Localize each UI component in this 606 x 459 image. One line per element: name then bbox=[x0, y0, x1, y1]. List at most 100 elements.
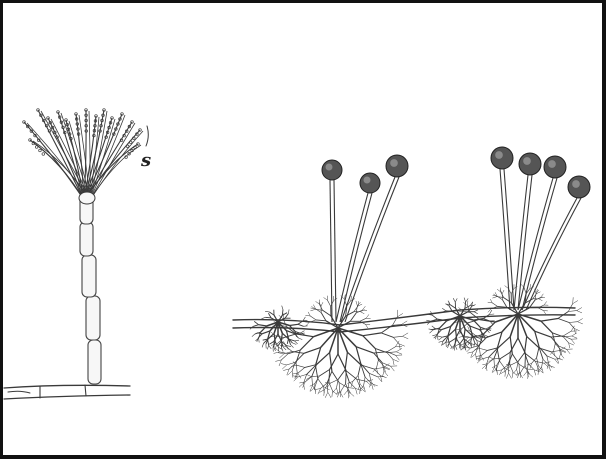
rhizoid-branch bbox=[360, 312, 364, 314]
rhizoid-branch bbox=[467, 348, 471, 352]
rhizoid-branch bbox=[259, 325, 267, 326]
rhizoid-branch bbox=[304, 347, 321, 353]
rhizoid-branch bbox=[262, 317, 266, 319]
rhizoid-branch bbox=[432, 326, 436, 329]
rhizoid-branch bbox=[455, 298, 457, 302]
rhizoid-branch bbox=[572, 333, 577, 336]
rhizoid-branch bbox=[541, 321, 552, 333]
rhizoid-branch bbox=[399, 344, 405, 346]
rhizoid-branch bbox=[328, 300, 331, 306]
rhizoid-branch bbox=[316, 301, 320, 304]
rhizoid-branch bbox=[489, 314, 494, 315]
rhizoid-branch bbox=[506, 373, 508, 378]
rhizoid-branch bbox=[460, 343, 466, 344]
rhizoid-branch bbox=[464, 298, 466, 302]
rhizoid-branch bbox=[325, 392, 328, 398]
stalk-cell bbox=[86, 296, 100, 340]
rhizoid-branch bbox=[488, 359, 494, 364]
rhizoid-branch bbox=[323, 310, 331, 316]
rhizoid-branch bbox=[283, 369, 289, 371]
rhizoid-branch bbox=[290, 324, 299, 325]
rhizoid-branch bbox=[559, 354, 561, 359]
vesicle bbox=[79, 192, 95, 204]
rhizoid-branch bbox=[366, 324, 368, 328]
rhizoid-branch bbox=[544, 301, 547, 305]
rhizoid-branch bbox=[569, 343, 574, 345]
rhizoid-branch bbox=[473, 320, 480, 327]
rhizoid-branch bbox=[349, 392, 354, 396]
rhizoid-branch bbox=[282, 365, 287, 369]
rhizoid-branch bbox=[488, 302, 493, 303]
rhizoid-branch bbox=[490, 299, 492, 303]
rhizoid-branch bbox=[509, 373, 512, 378]
rhizoid-branch bbox=[341, 384, 346, 391]
rhizoid-branch bbox=[356, 388, 358, 394]
rhizoid-branch bbox=[497, 349, 499, 361]
rhizoid-branch bbox=[493, 296, 498, 297]
rhizoid-branch bbox=[393, 359, 399, 362]
rhizoid-branch bbox=[268, 339, 269, 345]
rhizoid-branch bbox=[513, 369, 516, 373]
rhizoid-branch bbox=[502, 290, 504, 294]
rhizoid-branch bbox=[502, 300, 507, 308]
rhizoid-branch bbox=[438, 336, 442, 337]
rhizoid-branch bbox=[521, 365, 525, 372]
conidium bbox=[126, 145, 129, 148]
sporangiophore-stalk bbox=[330, 180, 332, 322]
rhizoid-branch bbox=[254, 321, 258, 324]
sporangium bbox=[360, 173, 380, 193]
rhizoid-branch bbox=[339, 383, 340, 392]
rhizoid-tuft bbox=[426, 298, 494, 351]
rhizoid-branch bbox=[518, 353, 525, 362]
rhizoid-branch bbox=[265, 317, 271, 318]
sporangiophore bbox=[322, 160, 342, 322]
rhizoid-branch bbox=[364, 377, 366, 386]
rhizoid-branch bbox=[487, 332, 502, 338]
rhizoid-branch bbox=[329, 370, 330, 383]
rhizoid-branch bbox=[316, 365, 318, 378]
base-hypha bbox=[4, 385, 130, 399]
rhizoid-branch bbox=[301, 331, 305, 333]
rhizoid-branch bbox=[393, 359, 394, 365]
rhizoid-branch bbox=[259, 338, 260, 342]
rhizoid-branch bbox=[490, 321, 495, 322]
rhizoid-branch bbox=[439, 337, 443, 340]
conidiophore-stalk bbox=[80, 196, 101, 384]
rhizoid-branch bbox=[450, 338, 456, 342]
rhizoid-branch bbox=[539, 348, 551, 352]
rhizoid-branch bbox=[366, 314, 369, 318]
rhizoid-branch bbox=[542, 359, 543, 367]
rhizoid-branch bbox=[544, 362, 550, 363]
rhizoid-branch bbox=[577, 311, 582, 313]
sporangium-highlight bbox=[495, 151, 503, 159]
rhizoid-branch bbox=[499, 370, 501, 375]
label-pointer bbox=[146, 126, 148, 146]
rhizoid-branch bbox=[269, 345, 272, 349]
rhizoid-branch bbox=[305, 376, 312, 382]
rhizoid-branch bbox=[298, 324, 304, 326]
rhizoid-branch bbox=[278, 341, 281, 346]
sporangiophore-stalk bbox=[514, 175, 528, 310]
conidium bbox=[42, 153, 45, 156]
rhizoid-branch bbox=[324, 297, 328, 300]
rhizoid-branch bbox=[349, 392, 350, 398]
rhizoid-branch bbox=[460, 339, 464, 344]
rhizoid-branch bbox=[312, 376, 313, 385]
rhizoid-branch bbox=[578, 322, 583, 324]
rhizoid-branch bbox=[573, 301, 578, 304]
rhizoid-branch bbox=[525, 336, 527, 352]
rhizoid-branch bbox=[530, 284, 531, 289]
rhizoid-branch bbox=[291, 345, 294, 348]
sporangiophore-stalk-edge bbox=[526, 198, 581, 310]
label-s: s bbox=[140, 150, 151, 171]
rhizoid-branch bbox=[437, 335, 438, 340]
rhizoid-branch bbox=[329, 382, 333, 391]
rhizoid-branch bbox=[281, 354, 288, 360]
rhizoid-branch bbox=[518, 314, 527, 336]
sporangiophore-stalk bbox=[500, 169, 510, 310]
rhizoid-branch bbox=[497, 289, 501, 292]
rhizoid-branch bbox=[492, 297, 497, 299]
rhizoid-branch bbox=[333, 391, 338, 395]
rhizoid-branch bbox=[391, 366, 395, 371]
